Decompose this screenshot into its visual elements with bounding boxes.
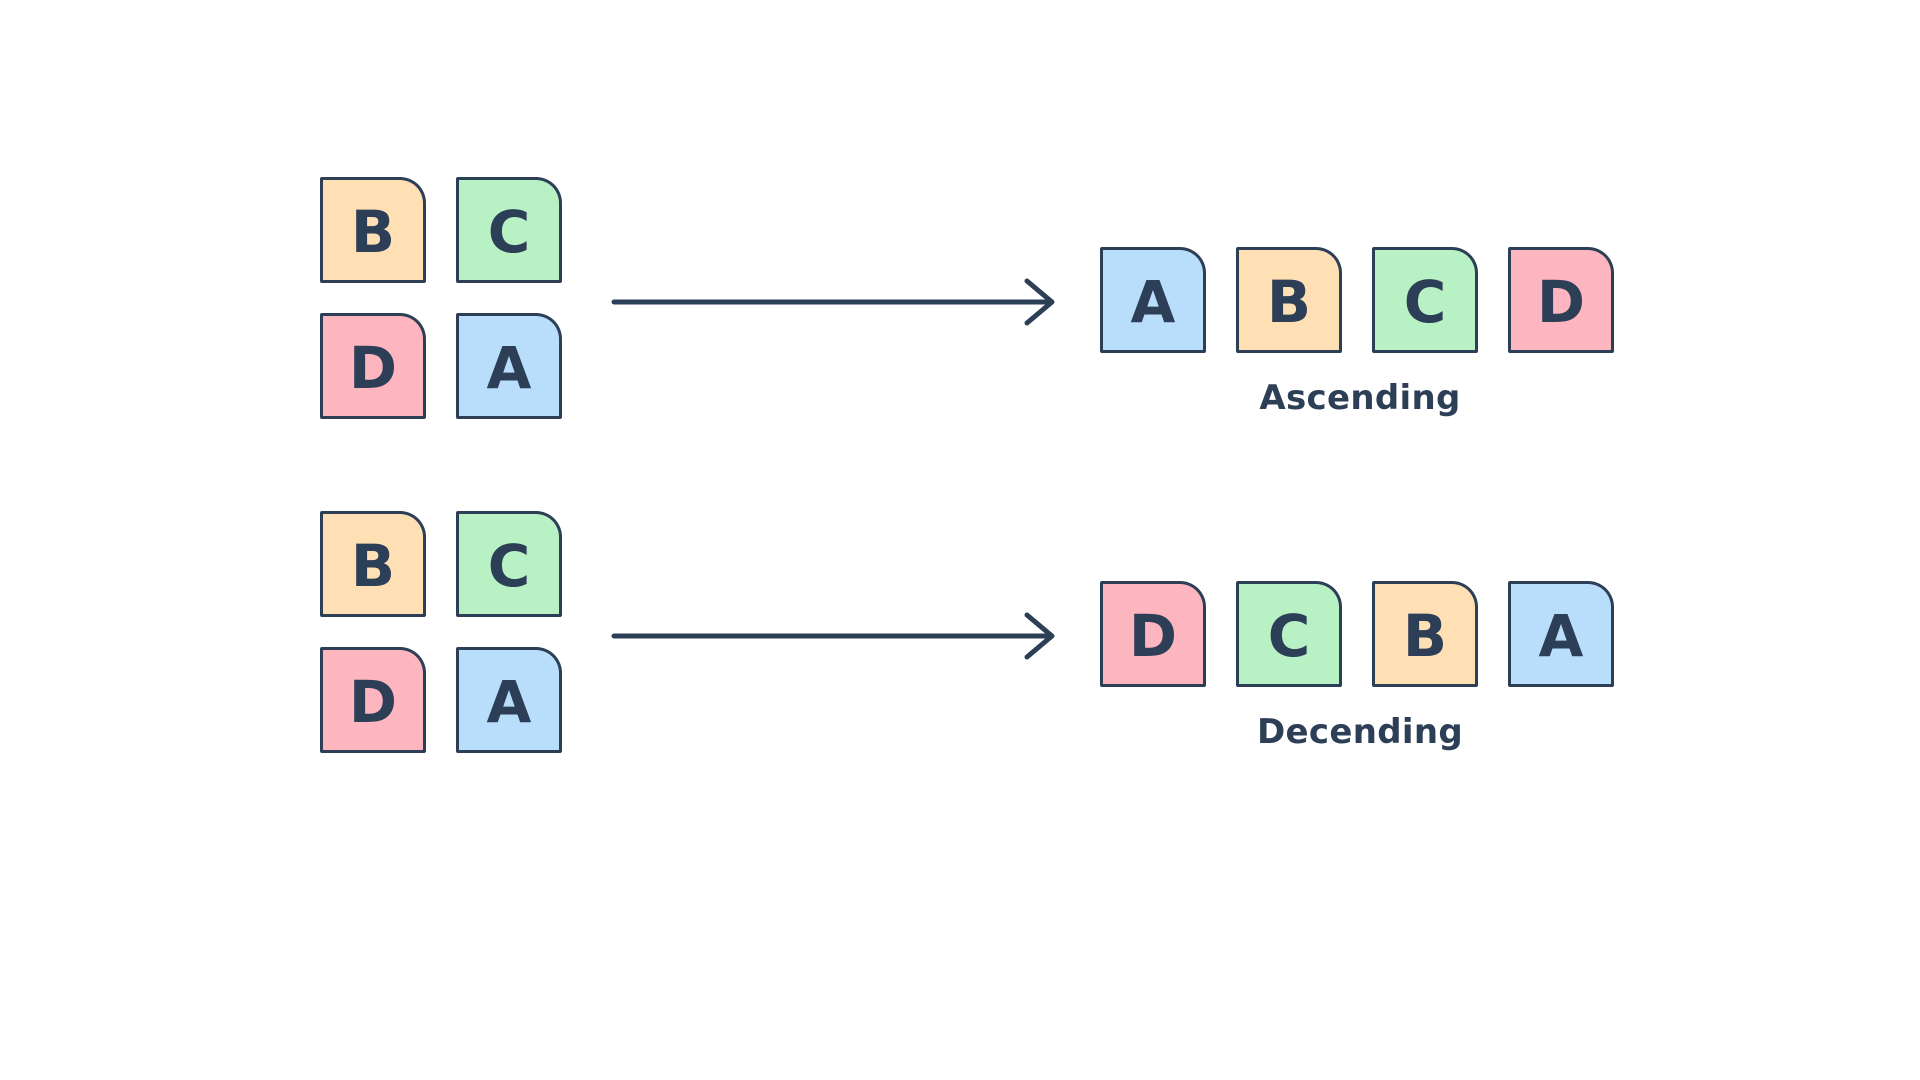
arrow-head — [1024, 278, 1055, 326]
card-letter: B — [1402, 602, 1448, 670]
card-letter: C — [487, 198, 531, 266]
input-card-a: A — [456, 313, 562, 419]
card-letter: A — [486, 334, 532, 402]
card-letter: C — [487, 532, 531, 600]
card-letter: B — [350, 532, 396, 600]
output-card-d: D — [1508, 247, 1614, 353]
card-letter: A — [1130, 268, 1176, 336]
card-letter: A — [486, 668, 532, 736]
card-letter: C — [1403, 268, 1447, 336]
card-letter: B — [350, 198, 396, 266]
card-letter: B — [1266, 268, 1312, 336]
output-card-b: B — [1372, 581, 1478, 687]
input-card-c: C — [456, 511, 562, 617]
input-card-b: B — [320, 177, 426, 283]
output-card-c: C — [1372, 247, 1478, 353]
arrow-head — [1024, 612, 1055, 660]
output-card-b: B — [1236, 247, 1342, 353]
output-card-a: A — [1100, 247, 1206, 353]
right-arrow-icon — [611, 612, 1055, 660]
sort-order-label: Ascending — [1259, 378, 1461, 418]
input-card-d: D — [320, 313, 426, 419]
input-card-a: A — [456, 647, 562, 753]
card-letter: D — [1128, 602, 1178, 670]
card-letter: D — [348, 668, 398, 736]
input-card-d: D — [320, 647, 426, 753]
output-card-a: A — [1508, 581, 1614, 687]
input-card-b: B — [320, 511, 426, 617]
card-letter: A — [1538, 602, 1584, 670]
card-letter: D — [1536, 268, 1586, 336]
card-letter: C — [1267, 602, 1311, 670]
right-arrow-icon — [611, 278, 1055, 326]
output-card-c: C — [1236, 581, 1342, 687]
card-letter: D — [348, 334, 398, 402]
sort-order-label: Decending — [1257, 712, 1463, 752]
output-card-d: D — [1100, 581, 1206, 687]
input-card-c: C — [456, 177, 562, 283]
